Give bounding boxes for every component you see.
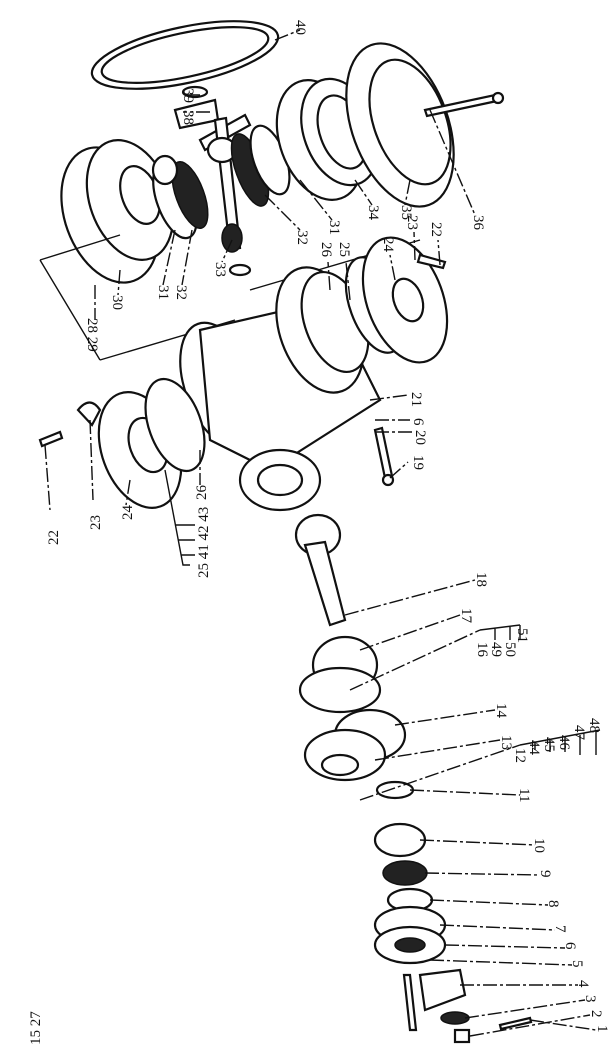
label-19: 19 xyxy=(410,455,426,470)
nut-2 xyxy=(453,1028,471,1044)
bearing-10 xyxy=(373,822,427,858)
cover-4 xyxy=(418,968,467,1012)
label-9: 9 xyxy=(537,870,553,878)
bolt-15 xyxy=(402,973,418,1032)
label-17: 17 xyxy=(458,608,474,624)
label-24: 24 xyxy=(380,237,396,253)
bolt-36 xyxy=(423,91,505,118)
label-48: 48 xyxy=(586,718,602,733)
label-12: 12 xyxy=(512,748,528,763)
label-5: 5 xyxy=(569,960,585,968)
label-16: 16 xyxy=(474,642,490,658)
part-labels: 40 39 38 36 35 34 31 32 33 32 31 30 28 2… xyxy=(28,20,610,1045)
label-28-29: 28 29 xyxy=(84,318,100,352)
label-20: 20 xyxy=(412,430,428,445)
label-6: 6 xyxy=(410,418,426,426)
bearing-17-16 xyxy=(298,635,382,714)
bearing-housing-14 xyxy=(303,708,407,782)
bearing-cap-24-right xyxy=(344,236,449,364)
gear-31-32-right xyxy=(230,124,291,207)
label-18: 18 xyxy=(473,572,489,587)
label-44: 44 xyxy=(526,740,542,756)
label-14: 14 xyxy=(493,703,509,719)
label-36: 36 xyxy=(470,215,486,231)
bolt-22-right xyxy=(416,253,447,270)
label-11: 11 xyxy=(516,788,532,802)
label-39: 39 xyxy=(180,88,196,103)
label-21: 21 xyxy=(408,392,424,407)
cotter-pin-1 xyxy=(498,1016,533,1031)
label-35: 35 xyxy=(398,205,414,220)
label-4: 4 xyxy=(575,980,591,988)
label-40: 40 xyxy=(292,20,308,35)
differential-case-34 xyxy=(275,77,380,201)
label-30: 30 xyxy=(109,295,125,310)
label-13: 13 xyxy=(498,735,514,750)
label-2: 2 xyxy=(588,1010,604,1018)
label-8: 8 xyxy=(545,900,561,908)
bolt-22-left xyxy=(38,401,102,448)
label-38: 38 xyxy=(180,110,196,125)
group-bracket-lines xyxy=(39,234,421,361)
label-34: 34 xyxy=(365,205,381,221)
label-47: 47 xyxy=(571,725,587,741)
label-3: 3 xyxy=(582,995,598,1003)
label-22: 22 xyxy=(428,222,444,237)
label-7: 7 xyxy=(552,925,568,933)
label-32: 32 xyxy=(294,230,310,245)
gear-31-32-left xyxy=(151,154,209,240)
drive-pinion-18 xyxy=(294,513,347,627)
label-15-27: 15 27 xyxy=(28,1011,44,1045)
leader-lines xyxy=(44,29,601,1037)
label-23: 23 xyxy=(404,215,420,230)
seal-9 xyxy=(382,860,428,886)
label-32: 32 xyxy=(173,285,189,300)
label-23: 23 xyxy=(88,515,104,530)
label-31: 31 xyxy=(155,285,171,300)
label-1: 1 xyxy=(594,1025,610,1033)
crown-wheel-35 xyxy=(345,42,455,208)
gasket-3 xyxy=(440,1011,470,1025)
differential-case-30 xyxy=(60,139,175,284)
label-26: 26 xyxy=(194,485,210,501)
label-22: 22 xyxy=(46,530,62,545)
label-31: 31 xyxy=(326,220,342,235)
label-10: 10 xyxy=(531,838,547,853)
bolt-19 xyxy=(373,426,395,487)
label-51: 51 xyxy=(514,628,530,643)
label-45: 45 xyxy=(541,737,557,752)
label-25: 25 xyxy=(336,242,352,257)
label-46: 46 xyxy=(556,735,572,751)
spacer-11 xyxy=(375,780,415,800)
label-49: 49 xyxy=(488,642,504,657)
spider-cross-33 xyxy=(198,113,252,277)
gasket-40 xyxy=(90,20,280,90)
label-33: 33 xyxy=(212,262,228,277)
bearing-cap-24-left xyxy=(97,377,206,509)
label-6: 6 xyxy=(562,942,578,950)
label-24: 24 xyxy=(120,505,136,521)
label-50: 50 xyxy=(502,642,518,657)
label-26: 26 xyxy=(318,242,334,258)
flange-6 xyxy=(373,925,447,965)
label-25-41-42-43: 25 41 42 43 xyxy=(196,507,212,578)
